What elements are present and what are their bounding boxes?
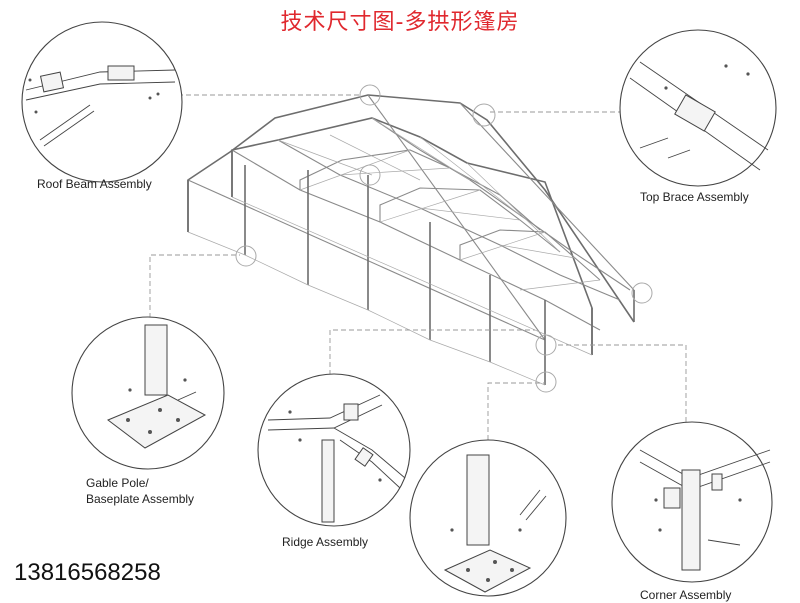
page-title: 技术尺寸图-多拱形篷房 [280,10,520,35]
label-gable-pole-line2: Baseplate Assembly [86,492,195,506]
pole-baseplate-detail [409,439,567,597]
tent-frame [187,94,635,386]
corner-detail [611,421,773,583]
ridge-detail [257,373,411,527]
leader-lines [149,94,687,440]
label-ridge: Ridge Assembly [282,535,369,549]
label-gable-pole-line1: Gable Pole/ [86,476,149,490]
gable-baseplate-detail [71,316,225,470]
label-gable-pole: Gable Pole/ Baseplate Assembly [86,475,194,507]
top-brace-detail [619,29,777,187]
label-top-brace: Top Brace Assembly [640,190,749,204]
label-roof-beam: Roof Beam Assembly [37,177,152,191]
roof-beam-detail [21,21,183,183]
phone-number: 13816568258 [14,559,161,586]
label-corner: Corner Assembly [640,588,732,602]
detail-markers [235,84,653,393]
